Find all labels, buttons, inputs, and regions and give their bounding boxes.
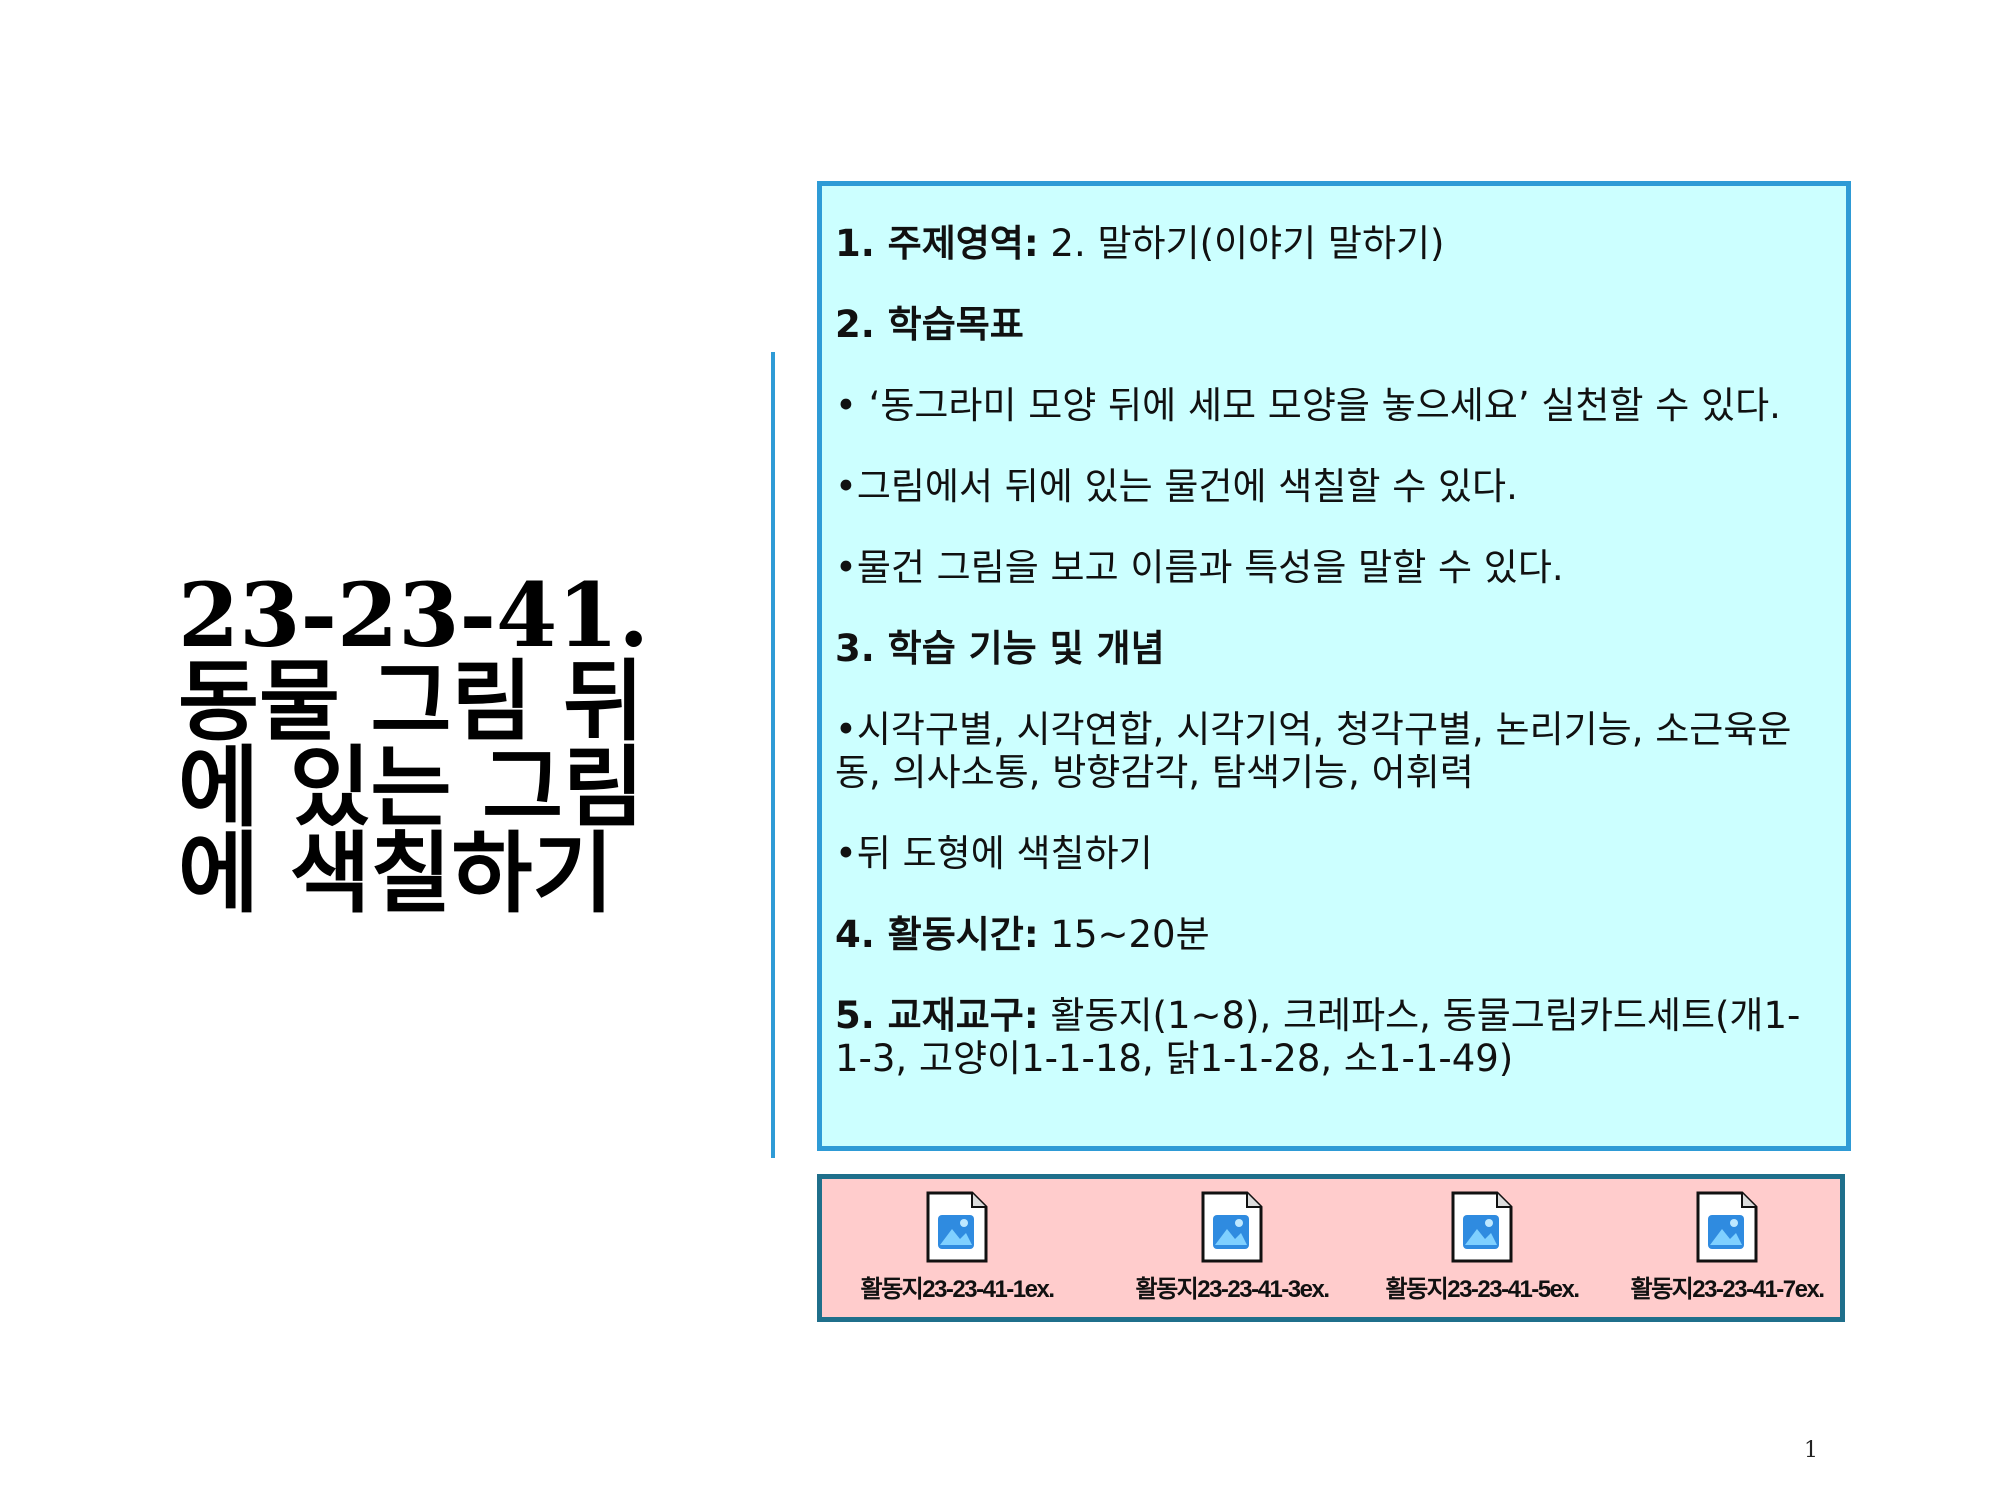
slide-title: 23-23-41. 동물 그림 뒤 에 있는 그림 에 색칠하기: [178, 563, 738, 925]
title-line: 에 있는 그림: [178, 735, 645, 839]
section-value: 활동지(1~8), 크레파스, 동물그림카드세트(개1-1-3, 고양이1-1-…: [835, 994, 1801, 1080]
goal-item: •그림에서 뒤에 있는 물건에 색칠할 수 있다.: [835, 465, 1518, 508]
file-name: 활동지23-23-41-5ex.: [1385, 1276, 1580, 1303]
goal-item: • ‘동그라미 모양 뒤에 세모 모양을 놓으세요’ 실천할 수 있다.: [835, 384, 1781, 427]
section-topic-area: 1. 주제영역: 2. 말하기(이야기 말하기): [835, 222, 1832, 265]
file-name: 활동지23-23-41-3ex.: [1135, 1276, 1330, 1303]
section-activity-time: 4. 활동시간: 15~20분: [835, 913, 1832, 956]
section-label: 1. 주제영역:: [835, 222, 1039, 265]
lesson-info-box: 1. 주제영역: 2. 말하기(이야기 말하기) 2. 학습목표 • ‘동그라미…: [817, 181, 1851, 1151]
section-label: 5. 교재교구:: [835, 994, 1039, 1037]
page-number: 1: [1804, 1438, 1818, 1463]
concept-item: •시각구별, 시각연합, 시각기억, 청각구별, 논리기능, 소근육운동, 의사…: [835, 708, 1792, 794]
title-line: 에 색칠하기: [178, 821, 614, 925]
image-file-icon: [1696, 1191, 1758, 1263]
file-name: 활동지23-23-41-1ex.: [860, 1276, 1055, 1303]
section-value: 15~20분: [1038, 913, 1210, 956]
file-item[interactable]: 활동지23-23-41-3ex.: [1117, 1191, 1347, 1304]
section-label: 4. 활동시간:: [835, 913, 1039, 956]
goal-item: •물건 그림을 보고 이름과 특성을 말할 수 있다.: [835, 546, 1564, 589]
title-line: 23-23-41.: [178, 563, 650, 667]
file-item[interactable]: 활동지23-23-41-1ex.: [842, 1191, 1072, 1304]
image-file-icon: [926, 1191, 988, 1263]
file-item[interactable]: 활동지23-23-41-7ex.: [1612, 1191, 1842, 1304]
file-name: 활동지23-23-41-7ex.: [1630, 1276, 1825, 1303]
section-materials: 5. 교재교구: 활동지(1~8), 크레파스, 동물그림카드세트(개1-1-3…: [835, 994, 1832, 1080]
concept-item: •뒤 도형에 색칠하기: [835, 832, 1153, 875]
image-file-icon: [1201, 1191, 1263, 1263]
file-item[interactable]: 활동지23-23-41-5ex.: [1367, 1191, 1597, 1304]
attached-files-box: 활동지23-23-41-1ex. 활동지23-23-41-3ex. 활동지23-…: [817, 1174, 1845, 1322]
section-skills-heading: 3. 학습 기능 및 개념: [835, 627, 1165, 670]
section-learning-goals-heading: 2. 학습목표: [835, 303, 1024, 346]
image-file-icon: [1451, 1191, 1513, 1263]
section-value: 2. 말하기(이야기 말하기): [1038, 222, 1445, 265]
vertical-divider: [771, 352, 775, 1158]
title-line: 동물 그림 뒤: [178, 649, 645, 753]
